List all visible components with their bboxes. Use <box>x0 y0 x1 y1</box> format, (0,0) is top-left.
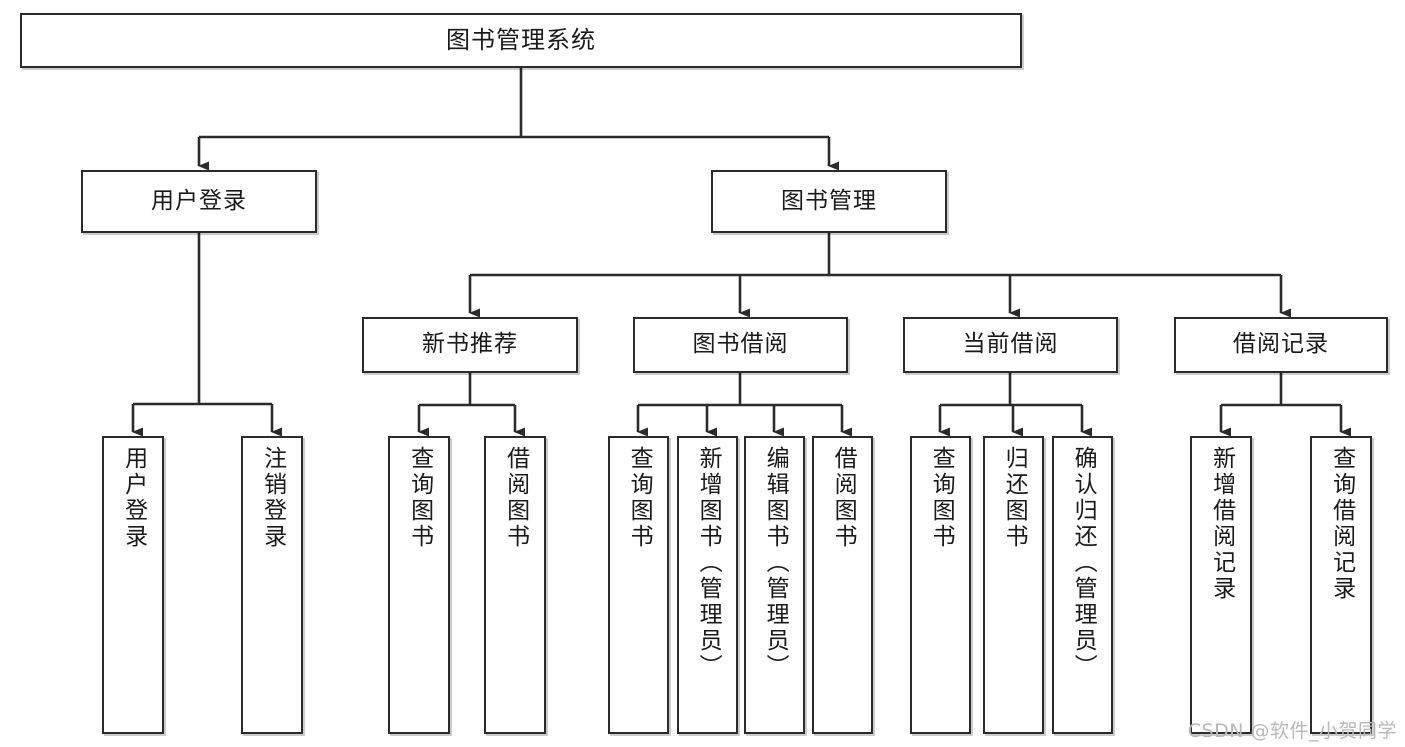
leaf-query-book-recommend[interactable]: 查询图书 <box>388 436 450 734</box>
node-user-login-label: 用户登录 <box>151 187 247 214</box>
leaf-edit-book-label: 编辑图书（管理员） <box>762 446 789 680</box>
node-book-borrow[interactable]: 图书借阅 <box>633 317 848 373</box>
leaf-borrow-book-recommend[interactable]: 借阅图书 <box>484 436 546 734</box>
node-new-book-recommend[interactable]: 新书推荐 <box>362 317 578 373</box>
leaf-borrow-book-recommend-label: 借阅图书 <box>502 446 529 550</box>
leaf-user-logout[interactable]: 注销登录 <box>241 436 303 734</box>
node-borrow-record-label: 借阅记录 <box>1233 331 1329 358</box>
leaf-borrow-book[interactable]: 借阅图书 <box>812 436 873 734</box>
leaf-query-book-recommend-label: 查询图书 <box>406 446 433 550</box>
leaf-return-book-label: 归还图书 <box>1001 446 1028 550</box>
leaf-add-book-label: 新增图书（管理员） <box>695 446 722 680</box>
leaf-query-book-label: 查询图书 <box>626 446 653 550</box>
leaf-add-borrow-record[interactable]: 新增借阅记录 <box>1190 436 1252 734</box>
leaf-query-book[interactable]: 查询图书 <box>608 436 669 734</box>
csdn-watermark: CSDN @软件_小贺同学 <box>1187 720 1397 742</box>
node-book-manage[interactable]: 图书管理 <box>711 170 947 233</box>
leaf-query-book-current-label: 查询图书 <box>928 446 955 550</box>
leaf-query-borrow-record[interactable]: 查询借阅记录 <box>1310 436 1372 734</box>
node-book-manage-label: 图书管理 <box>781 187 877 214</box>
leaf-user-logout-label: 注销登录 <box>259 446 286 550</box>
node-root-label: 图书管理系统 <box>446 26 596 55</box>
leaf-add-book[interactable]: 新增图书（管理员） <box>677 436 738 734</box>
node-user-login[interactable]: 用户登录 <box>81 170 317 233</box>
leaf-return-book[interactable]: 归还图书 <box>983 436 1044 734</box>
leaf-borrow-book-label: 借阅图书 <box>830 446 857 550</box>
leaf-edit-book[interactable]: 编辑图书（管理员） <box>744 436 805 734</box>
leaf-add-borrow-record-label: 新增借阅记录 <box>1208 446 1235 602</box>
node-root[interactable]: 图书管理系统 <box>20 13 1022 68</box>
node-book-borrow-label: 图书借阅 <box>692 331 789 358</box>
leaf-confirm-return[interactable]: 确认归还（管理员） <box>1052 436 1113 734</box>
node-new-book-recommend-label: 新书推荐 <box>422 331 518 358</box>
leaf-user-login[interactable]: 用户登录 <box>102 436 164 734</box>
leaf-confirm-return-label: 确认归还（管理员） <box>1070 446 1097 680</box>
node-current-borrow[interactable]: 当前借阅 <box>903 317 1118 373</box>
leaf-query-borrow-record-label: 查询借阅记录 <box>1328 446 1355 602</box>
node-current-borrow-label: 当前借阅 <box>962 331 1059 358</box>
leaf-user-login-label: 用户登录 <box>120 446 147 550</box>
node-borrow-record[interactable]: 借阅记录 <box>1174 317 1388 373</box>
leaf-query-book-current[interactable]: 查询图书 <box>910 436 971 734</box>
